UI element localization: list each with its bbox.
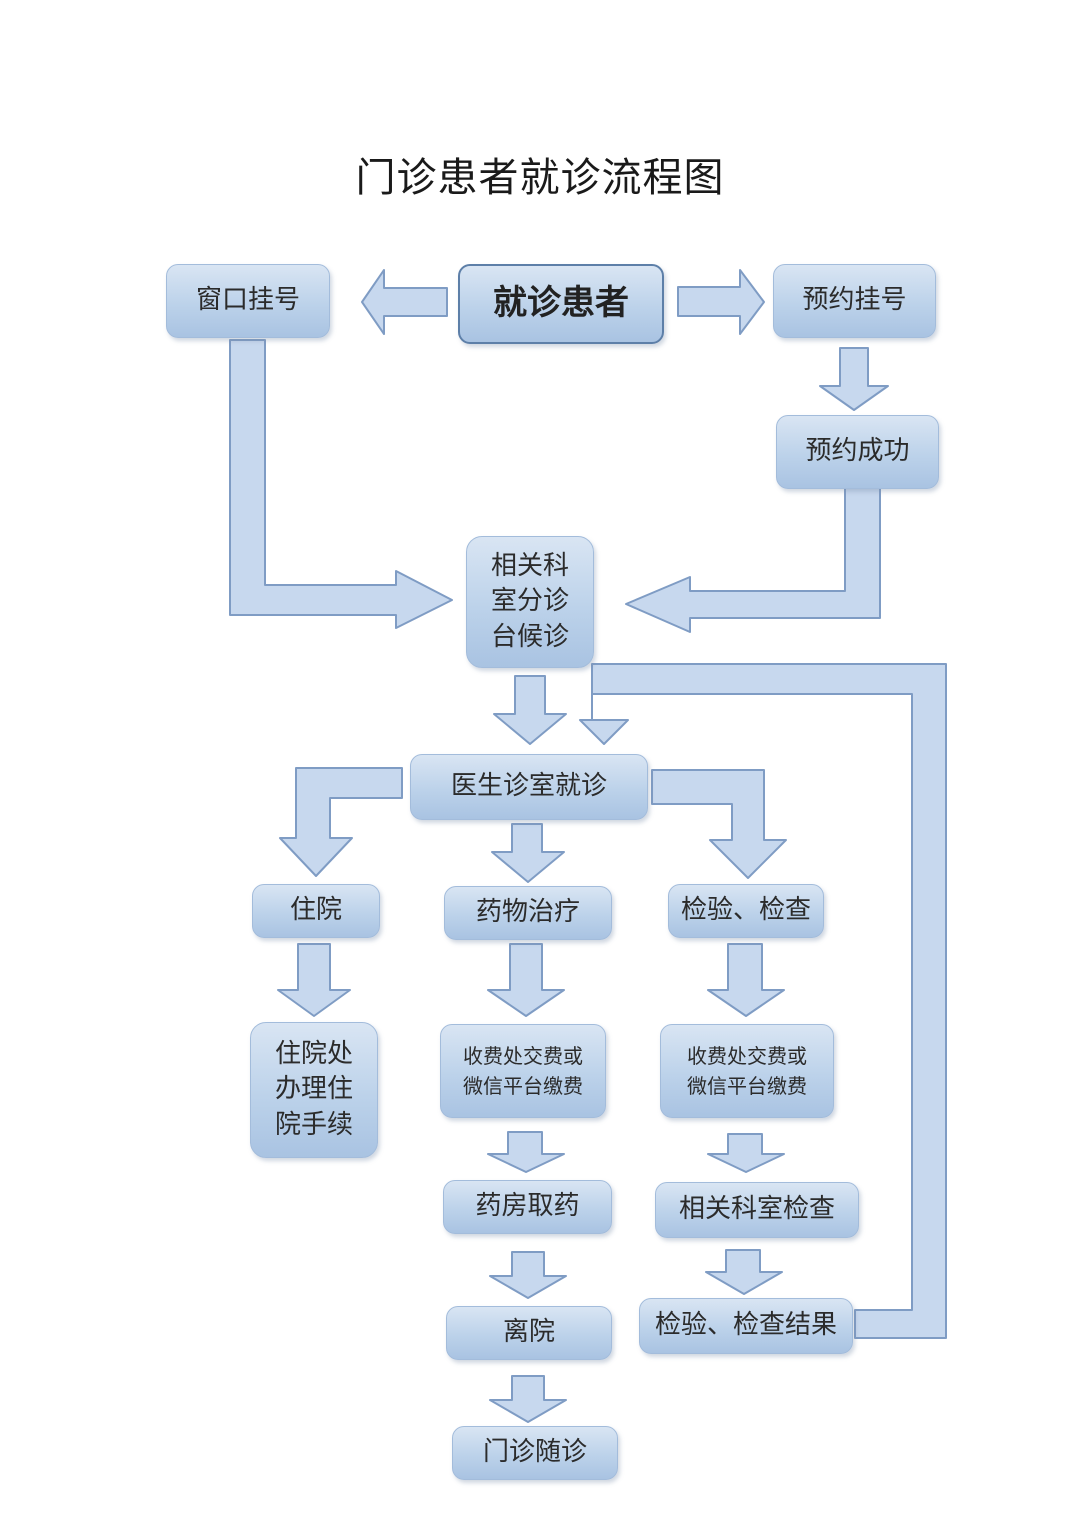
arrow-to-appointment-register bbox=[677, 269, 765, 335]
page-title: 门诊患者就诊流程图 bbox=[355, 155, 725, 201]
arrow-doctor-to-hospitalization bbox=[279, 767, 403, 877]
arrow-discharge-to-follow-up bbox=[489, 1375, 567, 1423]
node-follow-up: 门诊随诊 bbox=[452, 1426, 618, 1480]
arrow-doctor-to-exam bbox=[651, 769, 787, 879]
node-dept-exam: 相关科室检查 bbox=[655, 1182, 859, 1238]
node-exam-results: 检验、检查结果 bbox=[639, 1298, 853, 1354]
node-doctor-visit: 医生诊室就诊 bbox=[410, 754, 648, 820]
node-triage: 相关科 室分诊 台候诊 bbox=[466, 536, 594, 668]
arrow-dept-exam-to-results bbox=[705, 1249, 783, 1295]
arrow-drug-to-payment bbox=[487, 943, 565, 1017]
arrow-hospitalization-to-admission bbox=[277, 943, 351, 1017]
node-payment-drug: 收费处交费或 微信平台缴费 bbox=[440, 1024, 606, 1118]
node-hospitalization: 住院 bbox=[252, 884, 380, 938]
node-appointment-success: 预约成功 bbox=[776, 415, 939, 489]
node-drug-treatment: 药物治疗 bbox=[444, 886, 612, 940]
arrow-triage-to-doctor bbox=[493, 675, 567, 745]
node-exam: 检验、检查 bbox=[668, 884, 824, 938]
arrow-payment-to-dept-exam bbox=[707, 1133, 785, 1173]
arrow-success-to-triage bbox=[625, 487, 881, 633]
node-window-register: 窗口挂号 bbox=[166, 264, 330, 338]
arrow-pharmacy-to-discharge bbox=[489, 1251, 567, 1299]
arrow-to-window-register bbox=[361, 269, 448, 335]
node-pharmacy: 药房取药 bbox=[443, 1180, 612, 1234]
node-patient: 就诊患者 bbox=[458, 264, 664, 344]
arrow-exam-to-payment bbox=[707, 943, 785, 1017]
arrow-to-appointment-success bbox=[819, 347, 889, 411]
arrow-payment-to-pharmacy bbox=[487, 1131, 565, 1173]
node-admission-procedures: 住院处 办理住 院手续 bbox=[250, 1022, 378, 1158]
node-discharge: 离院 bbox=[446, 1306, 612, 1360]
arrow-results-loop-to-doctor bbox=[579, 663, 947, 1339]
arrow-window-to-triage bbox=[229, 339, 453, 629]
arrow-doctor-to-drug bbox=[491, 823, 565, 883]
node-appointment-register: 预约挂号 bbox=[773, 264, 936, 338]
node-payment-exam: 收费处交费或 微信平台缴费 bbox=[660, 1024, 834, 1118]
